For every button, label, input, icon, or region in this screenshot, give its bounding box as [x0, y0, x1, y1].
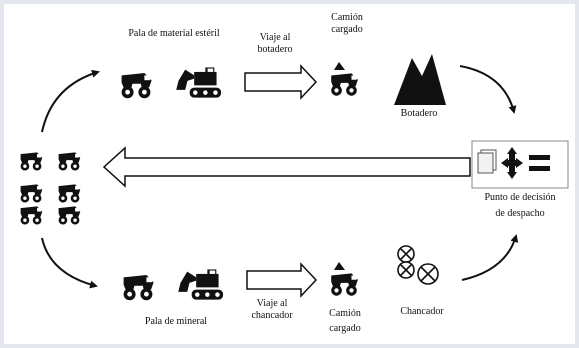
label-travel-crusher-line2: chancador [251, 310, 293, 321]
label-loaded-truck-bottom-line2: cargado [329, 323, 361, 334]
travel-arrow-to-crusher [246, 262, 318, 298]
ore-shovel-group [123, 269, 224, 301]
crusher-icon [397, 245, 439, 285]
fleet-cycle-diagram: Pala de material estéril Viaje al botade… [4, 4, 575, 344]
label-loaded-truck-top: Camión cargado [322, 12, 372, 36]
haul-truck-icon [58, 152, 81, 171]
cycle-arrow-to-dispatch-top [459, 65, 517, 114]
equals-icon [529, 155, 550, 171]
shovel-excavator-icon [178, 269, 224, 300]
haul-truck-icon [121, 73, 152, 99]
label-dispatch-line2: de despacho [495, 208, 545, 219]
haul-truck-icon [20, 206, 43, 225]
label-loaded-truck-bottom-line1: Camión [329, 308, 361, 319]
loaded-truck-bottom [331, 262, 358, 296]
cycle-arrow-to-dispatch-bottom [461, 234, 519, 281]
loaded-haul-truck-icon [331, 273, 358, 296]
label-dump: Botadero [400, 108, 438, 119]
cycle-arrow-up-left [41, 69, 100, 133]
waste-dump-icon [394, 54, 446, 105]
label-waste-shovel: Pala de material estéril [128, 28, 220, 39]
haul-truck-icon [20, 184, 43, 203]
label-travel-dump-line2: botadero [257, 44, 293, 55]
label-loaded-truck-top-line1: Camión [331, 12, 363, 23]
waste-shovel-group [121, 67, 222, 99]
haul-truck-icon [58, 206, 81, 225]
label-dispatch-line1: Punto de decisión [484, 192, 556, 203]
return-arrow-to-fleet [102, 146, 471, 188]
document-stack-icon [477, 149, 497, 174]
cycle-arrow-down-left [41, 237, 98, 289]
truck-fleet [20, 152, 81, 225]
label-loaded-truck-bottom: Camión cargado [320, 308, 370, 335]
haul-truck-icon [20, 152, 43, 171]
label-travel-crusher: Viaje al chancador [244, 298, 300, 322]
loaded-haul-truck-icon [331, 73, 358, 96]
dispatch-decision-box [471, 140, 569, 189]
travel-arrow-to-dump [244, 64, 318, 100]
label-crusher: Chancador [400, 306, 444, 317]
haul-truck-icon [58, 184, 81, 203]
label-ore-shovel: Pala de mineral [144, 316, 208, 327]
label-travel-crusher-line1: Viaje al [256, 298, 288, 309]
loaded-truck-top [331, 62, 358, 96]
label-travel-dump-line1: Viaje al [259, 32, 291, 43]
diagram-canvas [20, 54, 569, 301]
label-travel-dump: Viaje al botadero [250, 32, 300, 56]
label-loaded-truck-top-line2: cargado [331, 24, 363, 35]
shovel-excavator-icon [176, 67, 222, 98]
haul-truck-icon [123, 275, 154, 301]
cross-arrows-icon [501, 147, 523, 179]
label-dispatch-point: Punto de decisión de despacho [470, 192, 570, 220]
